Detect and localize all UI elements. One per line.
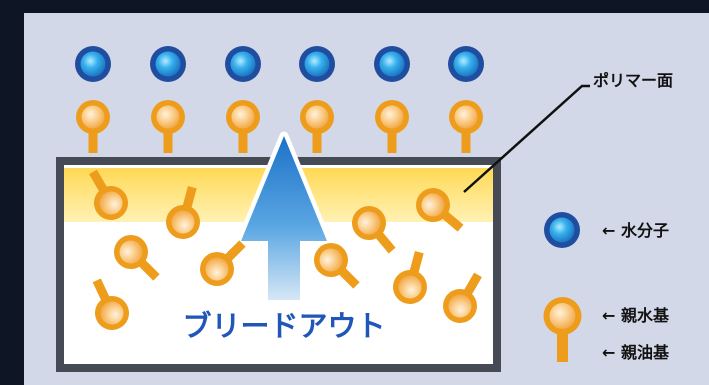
bleed-out-label: ブリードアウト <box>182 309 385 343</box>
water-molecule-icon <box>448 46 484 82</box>
water-molecule-icon <box>75 46 111 82</box>
legend-hydrophilic-group-label: ← 親水基 <box>602 306 670 325</box>
bleed-out-arrow <box>236 131 332 305</box>
legend-lipophilic-tail-icon <box>557 320 568 362</box>
water-molecule-icon <box>150 46 186 82</box>
legend: ← 水分子 ← 親水基 ← 親油基 <box>543 212 670 362</box>
polymer-surface-leader-line <box>463 84 590 193</box>
legend-surfactant <box>543 297 582 362</box>
water-molecule-icon <box>299 46 335 82</box>
water-molecule-icon <box>225 46 261 82</box>
legend-water-molecule-label: ← 水分子 <box>602 221 669 240</box>
polymer-surface-label: ポリマー面 <box>593 71 673 90</box>
legend-water-molecule-icon <box>544 212 580 248</box>
water-molecule-icon <box>374 46 410 82</box>
legend-lipophilic-group-label: ← 親油基 <box>602 343 670 362</box>
